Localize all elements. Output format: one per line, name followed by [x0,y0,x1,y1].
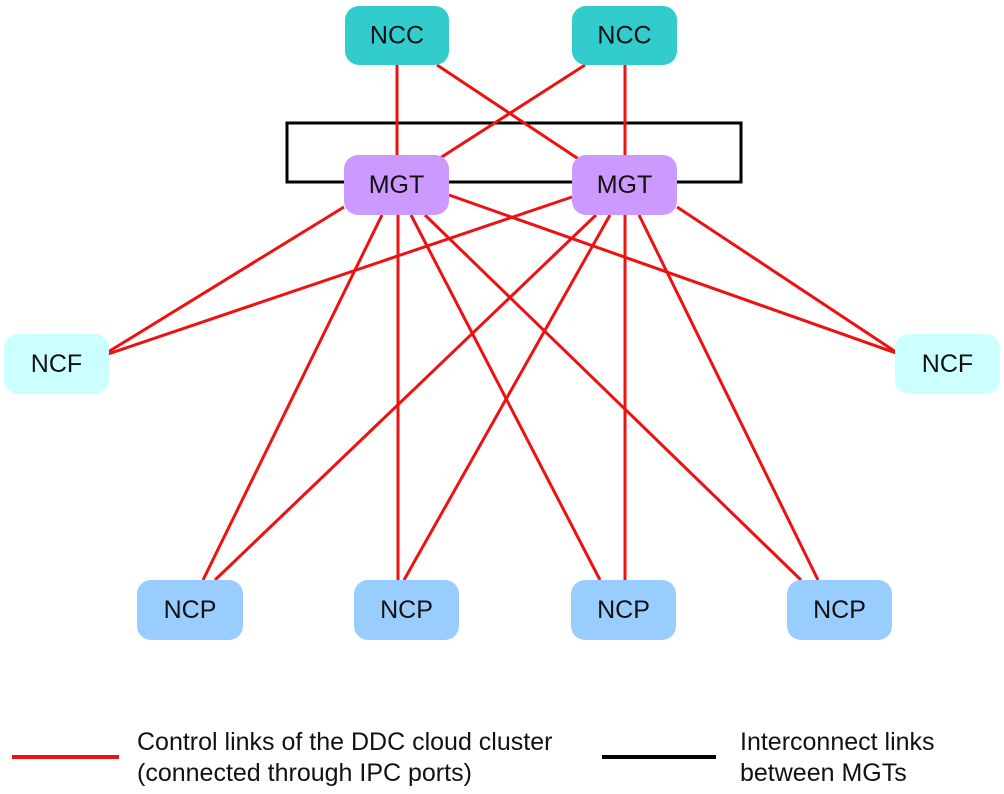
ncf-left-label: NCF [31,350,82,378]
legend-interconnect-link-swatch [602,755,716,759]
control-link-mgt-1-to-ncp-1 [201,214,384,581]
node-ncp-3: NCP [571,580,676,640]
interconnect-link-mgt-1-to-mgt-2 [285,121,743,184]
node-mgt-2: MGT [572,155,677,215]
legend-control-link-label: Control links of the DDC cloud cluster (… [137,727,597,789]
control-link-mgt-2-to-ncp-1 [213,213,598,582]
node-ncf-right: NCF [895,334,1000,394]
control-link-mgt-2-to-ncf-left [107,195,573,356]
control-link-mgt-1-to-ncf-right [448,193,897,355]
ncp-1-label: NCP [164,596,217,624]
ncc-2-label: NCC [597,22,651,50]
legend-interconnect-link-label: Interconnect links between MGTs [740,727,1000,789]
ncf-right-box [895,334,1000,394]
ncc-1-box [345,6,449,65]
ncp-2-label: NCP [380,596,433,624]
ncf-right-label: NCF [922,350,973,378]
control-link-mgt-1-to-ncf-left [107,205,345,354]
legend-control-link-line1: Control links of the DDC cloud cluster [137,728,553,756]
ncc-2-box [572,6,677,65]
control-link-mgt-2-to-ncp-2 [402,214,612,581]
ncp-3-box [571,580,676,640]
node-ncc-2: NCC [572,6,677,65]
control-link-mgt-2-to-ncf-right [676,205,897,354]
mgt-2-label: MGT [597,171,653,199]
ncp-3-label: NCP [597,596,650,624]
nodes-layer: NCC NCC MGT MGT NCF NCF NCP NCP [4,6,1000,640]
legend-interconnect-link-line1: Interconnect links [740,728,935,756]
node-ncp-2: NCP [354,580,459,640]
node-ncp-1: NCP [137,580,243,640]
ncp-4-label: NCP [813,596,866,624]
ncf-left-box [4,334,109,394]
control-link-mgt-2-to-ncp-4 [637,214,820,581]
legend-interconnect-link-line2: between MGTs [740,759,907,787]
node-ncf-left: NCF [4,334,109,394]
ncc-1-label: NCC [370,22,424,50]
node-ncp-4: NCP [787,580,892,640]
legend-control-link-swatch [12,755,119,759]
links-layer [107,63,897,582]
node-mgt-1: MGT [344,155,449,215]
node-ncc-1: NCC [345,6,449,65]
control-link-mgt-1-to-ncp-4 [423,213,803,582]
ncp-2-box [354,580,459,640]
legend-control-link-line2: (connected through IPC ports) [137,759,472,787]
control-link-ncc-2-to-mgt-1 [436,63,586,162]
ncp-4-box [787,580,892,640]
mgt-1-label: MGT [369,171,425,199]
ncp-1-box [137,580,243,640]
mgt-1-box [344,155,449,215]
mgt-2-box [572,155,677,215]
